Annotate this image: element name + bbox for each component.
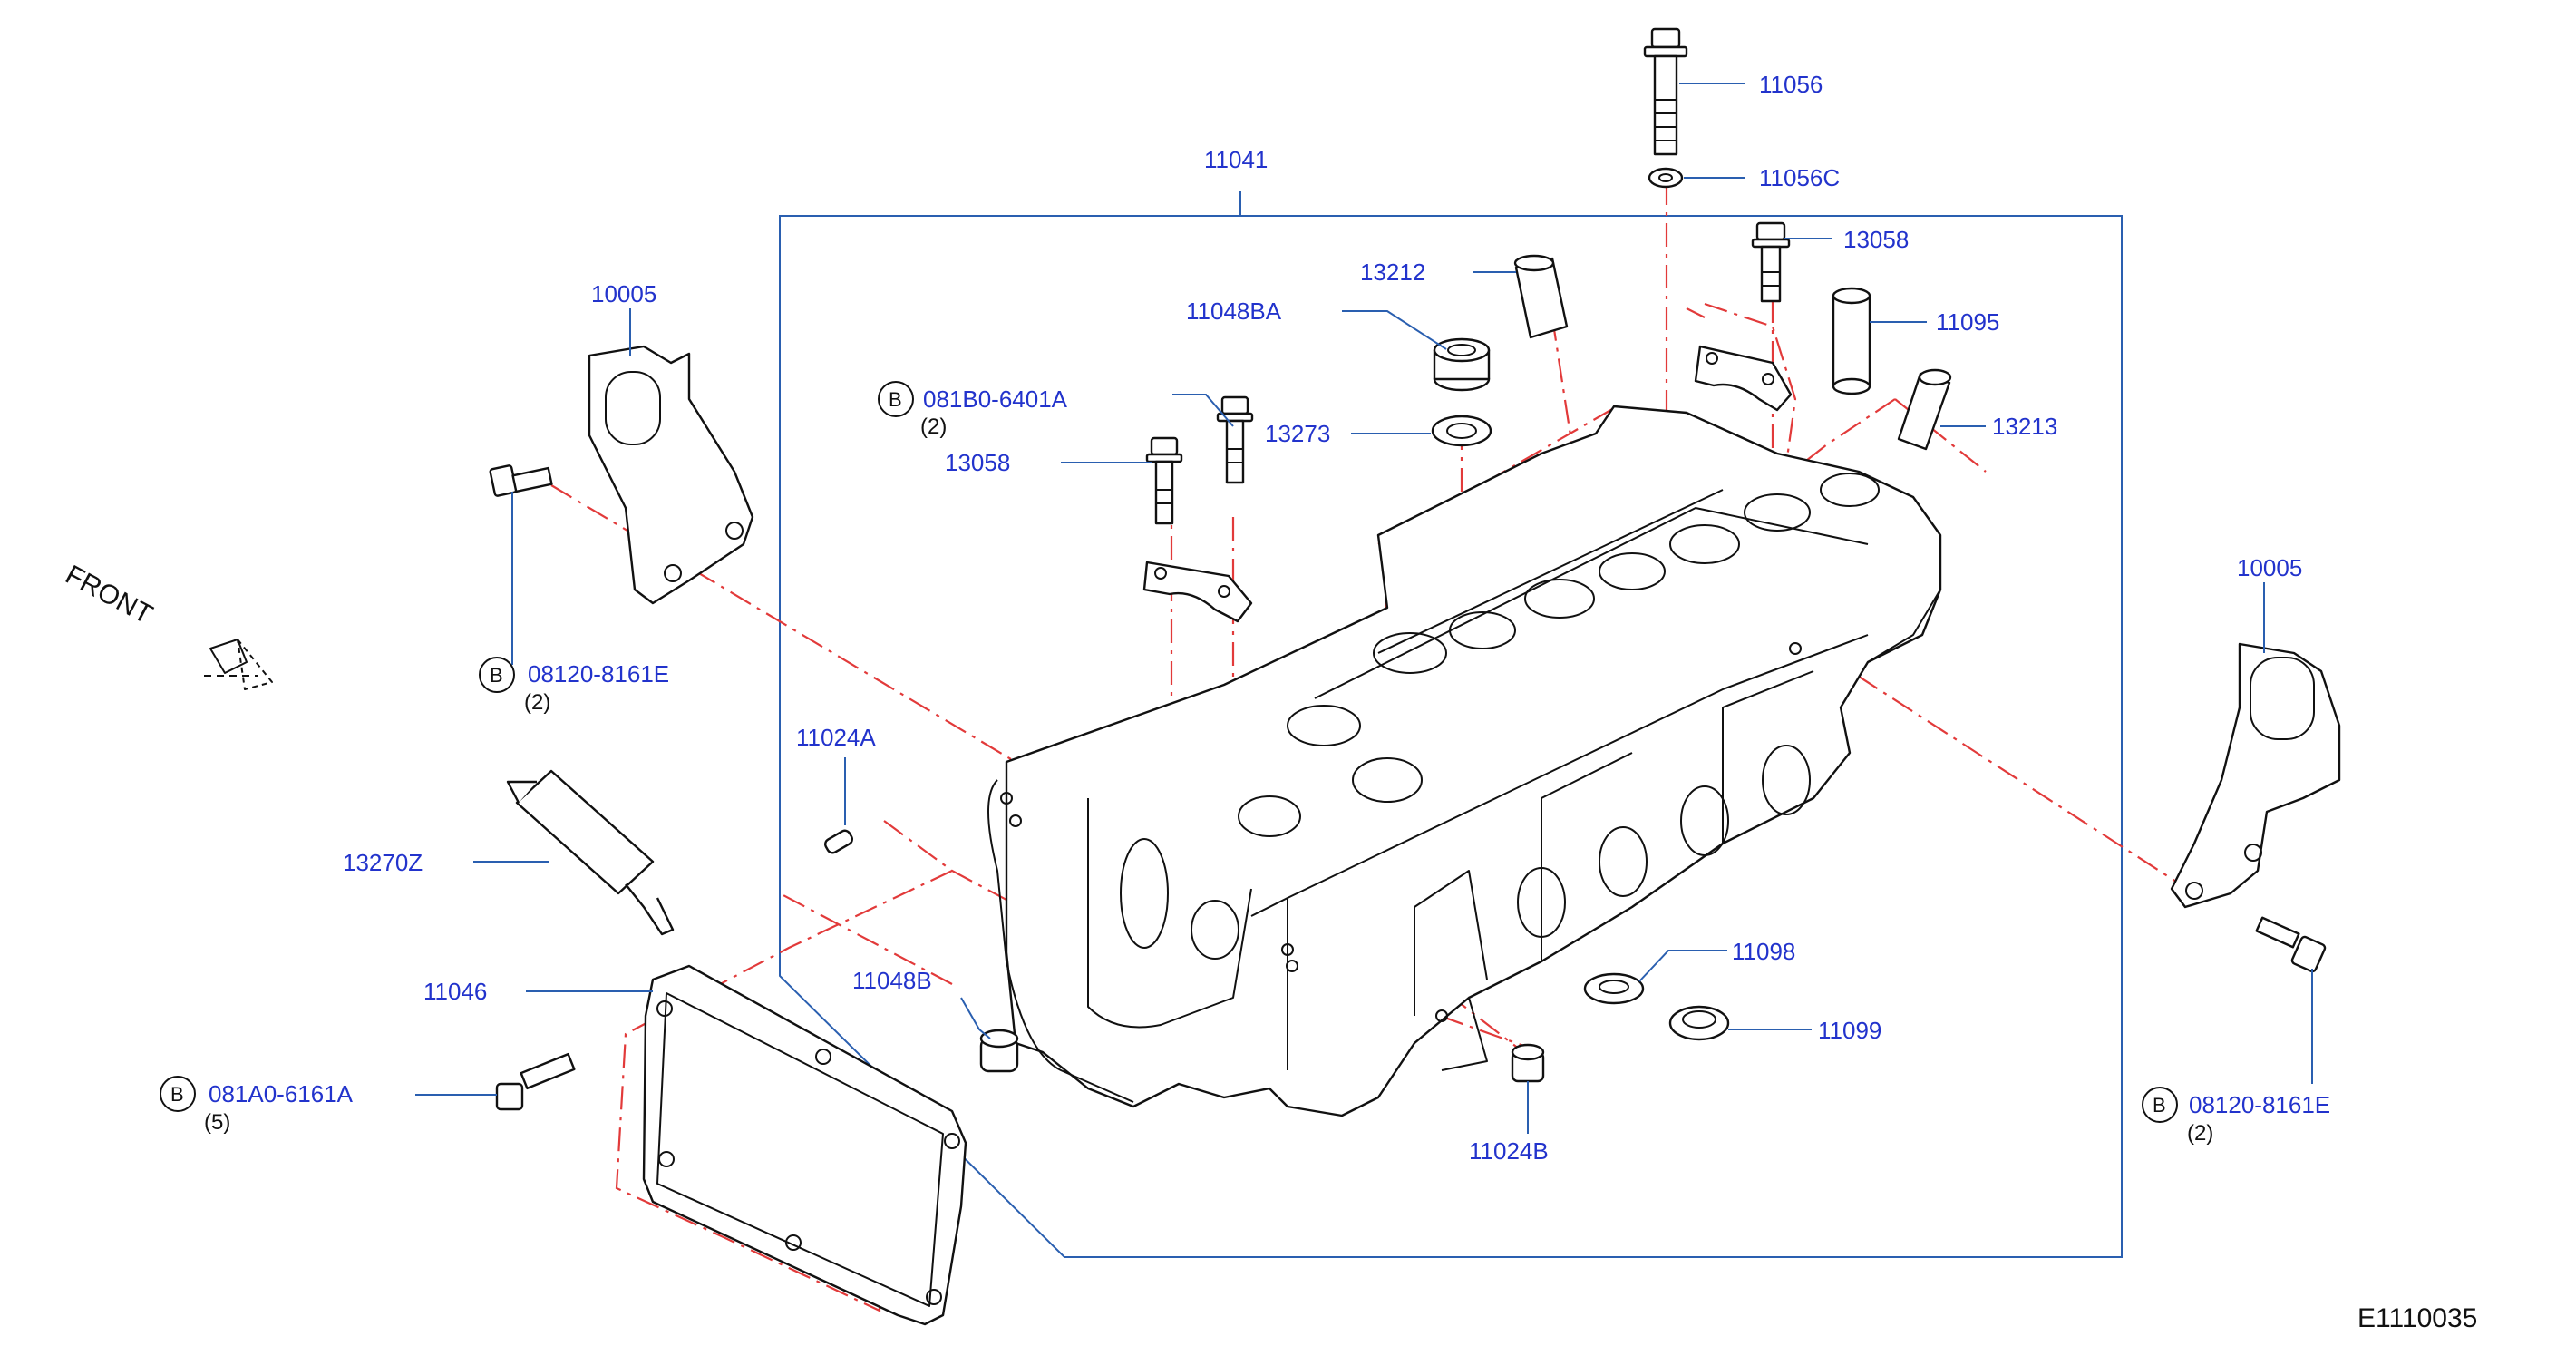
label-08120-8161E-left: 08120-8161E: [528, 660, 669, 688]
front-label: FRONT: [61, 560, 158, 630]
label-11098: 11098: [1732, 938, 1795, 965]
ring-11099: [1668, 1005, 1730, 1041]
label-13213: 13213: [1992, 413, 2057, 440]
cover-11046: [642, 964, 967, 1326]
label-13058-left: 13058: [945, 449, 1010, 476]
cam-cap-left: [1142, 561, 1253, 623]
cap-11048BA: [1433, 337, 1491, 392]
label-11056C: 11056C: [1759, 164, 1840, 191]
prefix-b: B: [889, 388, 902, 411]
bracket-10005-left: [588, 345, 754, 605]
label-08120-8161E-right: 08120-8161E: [2189, 1091, 2330, 1118]
bolt-08120-8161E-left: [489, 464, 553, 497]
cap-11024B: [1511, 1043, 1545, 1083]
ring-11098: [1583, 972, 1645, 1005]
bolt-13058-left: [1145, 436, 1183, 525]
cap-11048B: [979, 1029, 1019, 1073]
washer-11056C: [1648, 167, 1684, 189]
label-13058-top: 13058: [1843, 226, 1909, 253]
callout-081B0-6401A: B 081B0-6401A (2): [878, 381, 1068, 439]
qty-08120-8161E-left: (2): [524, 690, 550, 715]
label-11048BA: 11048BA: [1186, 297, 1282, 325]
label-10005-right: 10005: [2237, 554, 2302, 581]
label-081A0-6161A: 081A0-6161A: [209, 1080, 354, 1107]
qty-081A0-6161A: (5): [204, 1110, 230, 1135]
sealant-tube-13270Z: [506, 769, 675, 936]
dowel-11024A: [824, 829, 853, 854]
pin-13212: [1513, 254, 1569, 339]
callout-08120-8161E-left: B 08120-8161E (2): [479, 657, 669, 715]
label-13212: 13212: [1360, 258, 1425, 286]
bolt-11056: [1643, 27, 1688, 156]
labels: 11041 11056 11056C 13058 13212 11048BA 1…: [61, 71, 2478, 1333]
bolt-08120-8161E-right: [2255, 916, 2327, 973]
front-arrow-icon: [204, 639, 273, 690]
label-11095: 11095: [1936, 308, 1999, 336]
callout-081A0-6161A: B 081A0-6161A (5): [160, 1076, 354, 1135]
label-11048B: 11048B: [852, 967, 932, 994]
label-11099: 11099: [1818, 1017, 1881, 1044]
label-13270Z: 13270Z: [343, 849, 423, 876]
diagram-code: E1110035: [2357, 1303, 2477, 1333]
cam-cap-top: [1694, 345, 1793, 412]
seal-13273: [1431, 415, 1492, 447]
prefix-b: B: [170, 1083, 184, 1106]
label-11046: 11046: [423, 978, 487, 1005]
label-081B0-6401A: 081B0-6401A: [923, 385, 1068, 413]
dowel-11095: [1832, 287, 1871, 395]
label-10005-left: 10005: [591, 280, 656, 307]
bolt-081A0-6161A: [495, 1052, 576, 1111]
label-11024B: 11024B: [1469, 1137, 1549, 1165]
prefix-b: B: [2153, 1094, 2166, 1117]
pin-13213: [1897, 368, 1952, 451]
label-11041: 11041: [1204, 146, 1268, 173]
label-11056: 11056: [1759, 71, 1823, 98]
callout-08120-8161E-right: B 08120-8161E (2): [2142, 1087, 2330, 1146]
qty-081B0-6401A: (2): [920, 415, 947, 439]
cylinder-head: [987, 405, 1942, 1117]
bracket-10005-right: [2170, 642, 2341, 909]
bolt-081B0-6401A: [1216, 395, 1254, 484]
label-11024A: 11024A: [796, 724, 876, 751]
bolt-13058-top: [1751, 221, 1791, 303]
prefix-b: B: [490, 664, 503, 687]
qty-08120-8161E-right: (2): [2187, 1121, 2213, 1146]
leader-lines: [415, 83, 2313, 1134]
label-13273: 13273: [1265, 420, 1330, 447]
